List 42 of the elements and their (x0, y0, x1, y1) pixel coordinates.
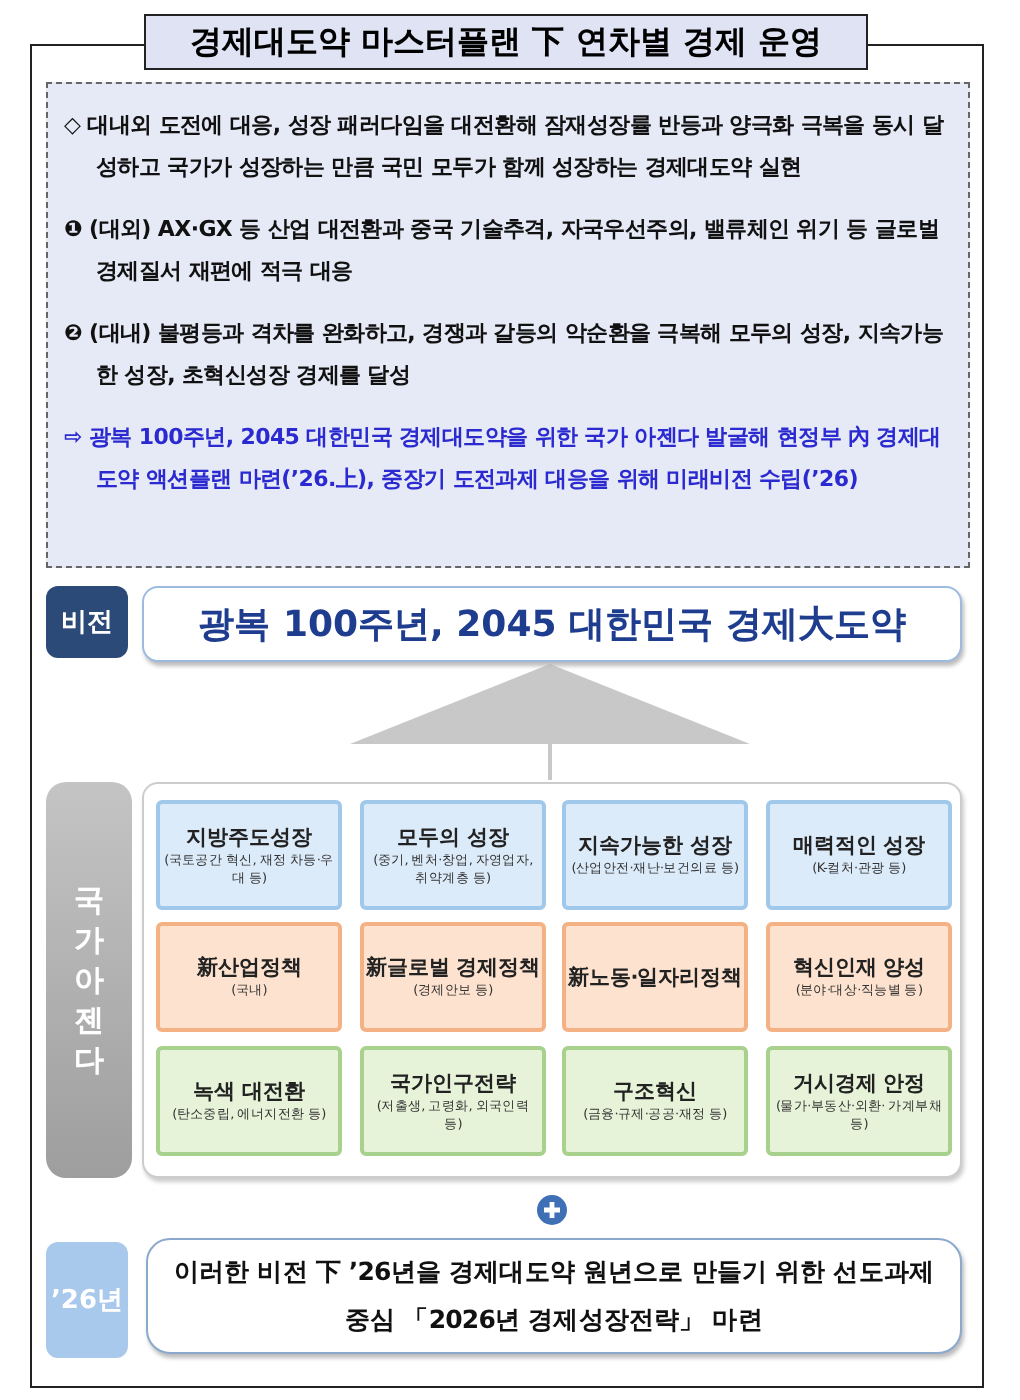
agenda-box (156, 1046, 342, 1156)
agenda-tab (46, 782, 132, 1178)
title-banner: 경제대도약 마스터플랜 下 연차별 경제 운영 (144, 14, 868, 70)
point-text: ❶ (대외) AX·GX 등 산업 대전환과 중국 기술추격, 자국우선주의, 밸류체인 위기 등 글로벌 경제질서 재편에 적극 대응 (64, 214, 941, 288)
agenda-box (562, 1046, 748, 1156)
up-arrow (350, 664, 750, 780)
agenda-heading: 新글로벌 경제정책 (365, 954, 541, 982)
vision-tag (46, 586, 128, 658)
agenda-box (360, 922, 546, 1032)
vision-text: 광복 100주년, 2045 대한민국 경제大도약 (198, 602, 906, 648)
agenda-heading: 新노동·일자리정책 (567, 963, 743, 991)
agenda-box (766, 1046, 952, 1156)
agenda-heading: 지방주도성장 (186, 823, 312, 851)
vision-box (142, 586, 962, 662)
agenda-box (562, 922, 748, 1032)
agenda-panel (142, 782, 962, 1178)
agenda-box (156, 800, 342, 910)
agenda-heading: 지속가능한 성장 (578, 832, 732, 860)
agenda-heading: 국가인구전략 (390, 1069, 516, 1097)
year-text: 이러한 비전 下 ’26년을 경제대도약 원년으로 만들기 위한 선도과제 중심 「2026년 경제성장전략」 마련 (171, 1254, 937, 1338)
agenda-heading: 혁신인재 양성 (792, 954, 926, 982)
point-text: ❷ (대내) 불평등과 격차를 완화하고, 경쟁과 갈등의 악순환을 극복해 모두의 성장, 지속가능한 성장, 초혁신성장 경제를 달성 (64, 318, 946, 392)
agenda-box (360, 1046, 546, 1156)
agenda-heading: 거시경제 안정 (792, 1069, 926, 1097)
agenda-box (562, 800, 748, 910)
agenda-box (156, 922, 342, 1032)
year-tag (46, 1242, 128, 1358)
agenda-heading: 新산업정책 (196, 954, 302, 982)
tag-label: ’26년 (50, 1284, 124, 1318)
tag-label: 비전 (61, 606, 113, 640)
agenda-tab-label: 국가 아젠다 (73, 880, 105, 1080)
year-box (146, 1238, 962, 1354)
agenda-heading: 모두의 성장 (397, 823, 509, 851)
summary-panel (46, 82, 970, 568)
agenda-box (766, 800, 952, 910)
summary-text: ◇ 대내외 도전에 대응, 성장 패러다임을 대전환해 잠재성장률 반등과 양극화 극복을 동시 달성하고 국가가 성장하는 만큼 국민 모두가 함께 성장하는 경제대도약 실현 (64, 110, 946, 184)
agenda-heading: 구조혁신 (613, 1078, 697, 1106)
agenda-box (360, 800, 546, 910)
agenda-heading: 녹색 대전환 (193, 1078, 305, 1106)
conclusion-text: ⇨ 광복 100주년, 2045 대한민국 경제대도약을 위한 국가 아젠다 발굴해 현정부 內 경제대도약 액션플랜 마련(’26.上), 중장기 도전과제 대응을 위해 미래비전 수립(’26) (64, 422, 943, 496)
agenda-heading: 매력적인 성장 (792, 832, 926, 860)
agenda-box (766, 922, 952, 1032)
